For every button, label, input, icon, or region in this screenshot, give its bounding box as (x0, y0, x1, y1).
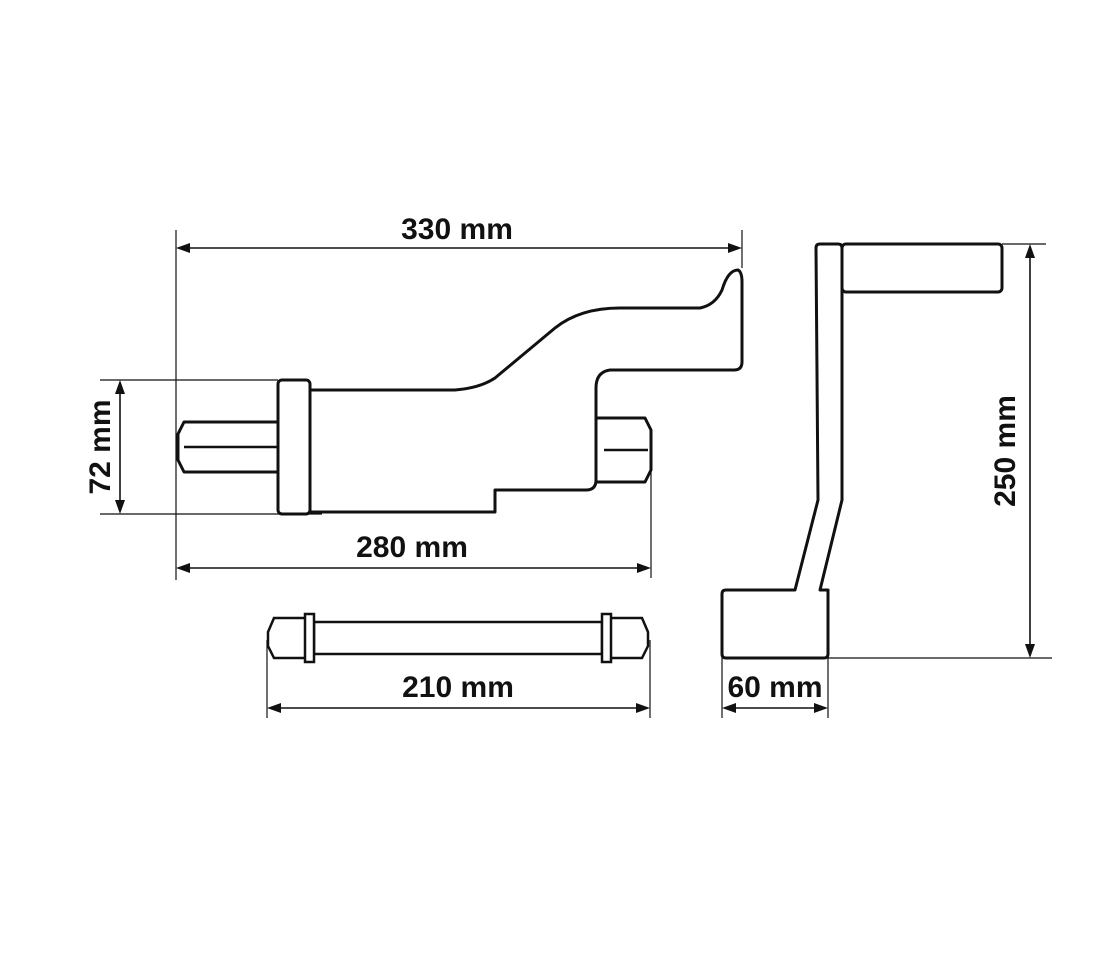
arrow-top-72 (115, 380, 125, 394)
arrow-right-210 (636, 703, 650, 713)
crank-side-view (720, 242, 1004, 660)
arrow-left-210 (267, 703, 281, 713)
crank-collar (276, 378, 312, 516)
label-280: 280 mm (356, 531, 468, 564)
dimension-280: 280 mm (176, 470, 652, 578)
label-72: 72 mm (84, 399, 117, 494)
crank-front-view (176, 268, 744, 516)
arrow-bottom-72 (115, 500, 125, 514)
dimension-330: 330 mm (175, 213, 743, 580)
side-arm (720, 242, 844, 660)
label-60: 60 mm (727, 671, 822, 704)
arrow-left-280 (176, 563, 190, 573)
arrow-bottom-250 (1025, 644, 1035, 658)
arrow-right-280 (637, 563, 651, 573)
arrow-right-330 (728, 243, 742, 253)
arrow-left-60 (722, 703, 736, 713)
shaft-left-collar (303, 612, 316, 664)
dimension-250: 250 mm (828, 243, 1052, 659)
arrow-top-250 (1025, 244, 1035, 258)
label-250: 250 mm (989, 395, 1022, 507)
dimension-60: 60 mm (721, 658, 829, 718)
shaft-body (312, 620, 604, 656)
label-210: 210 mm (402, 671, 514, 704)
shaft-right-end (608, 616, 650, 660)
shaft-left-end (266, 616, 308, 660)
dimension-72: 72 mm (84, 379, 322, 515)
dimension-210: 210 mm (266, 640, 651, 718)
arrow-right-60 (814, 703, 828, 713)
shaft-right-collar (600, 612, 613, 664)
arrow-left-330 (176, 243, 190, 253)
crank-arm-body (308, 268, 744, 514)
side-grip (840, 242, 1004, 294)
label-330: 330 mm (401, 213, 513, 246)
shaft-view (266, 612, 650, 664)
